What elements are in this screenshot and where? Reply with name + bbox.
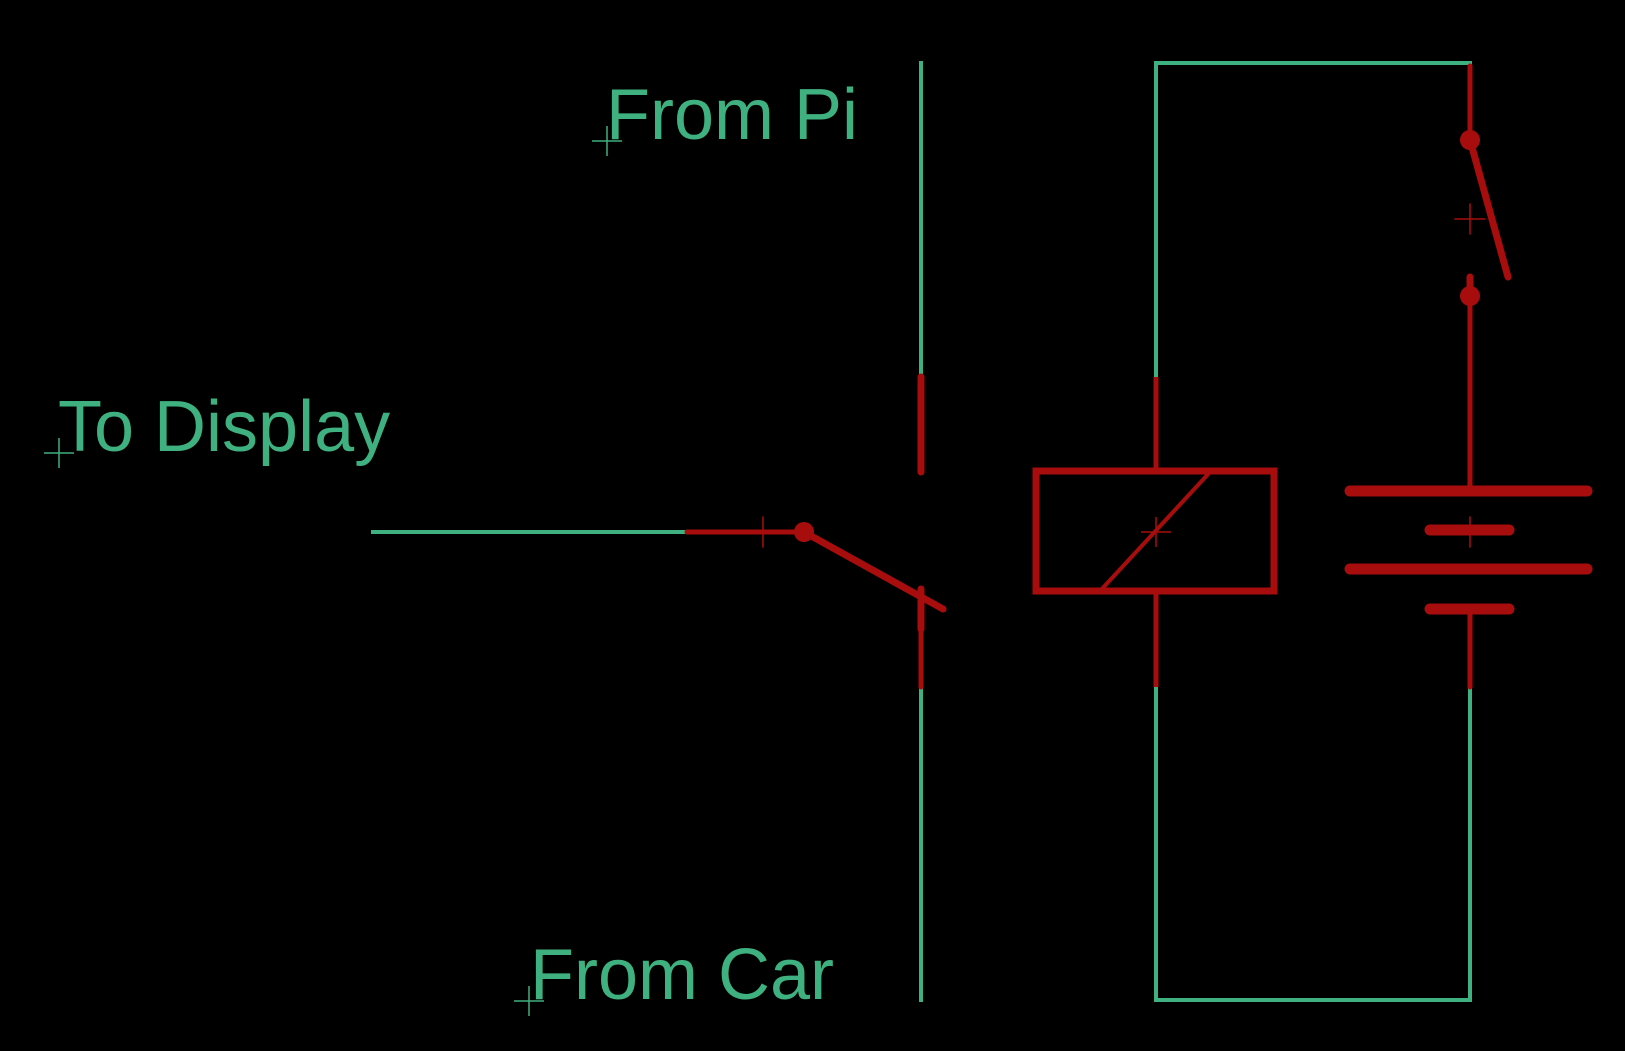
relay-coil-symbol [1032,377,1278,687]
battery-origin-marker [1454,516,1486,548]
wire-loop-bottom [1154,685,1472,1002]
to-display-label: To Display [58,387,390,467]
from-pi-origin-marker [592,126,622,156]
net-label-from-car: From Car [514,935,834,1016]
relay-contact-symbol [684,373,947,690]
contact-origin-marker [747,516,779,548]
switch-lever [1466,136,1512,281]
from-car-origin-marker [514,986,544,1016]
net-label-to-display: To Display [44,387,390,468]
battery-symbol [1344,485,1593,690]
switch-symbol [1454,63,1512,494]
switch-origin-marker [1454,203,1486,235]
from-car-label: From Car [530,935,834,1015]
from-pi-label: From Pi [606,75,858,155]
coil-origin-marker [1141,517,1171,547]
net-label-from-pi: From Pi [592,75,858,156]
to-display-origin-marker [44,438,74,468]
